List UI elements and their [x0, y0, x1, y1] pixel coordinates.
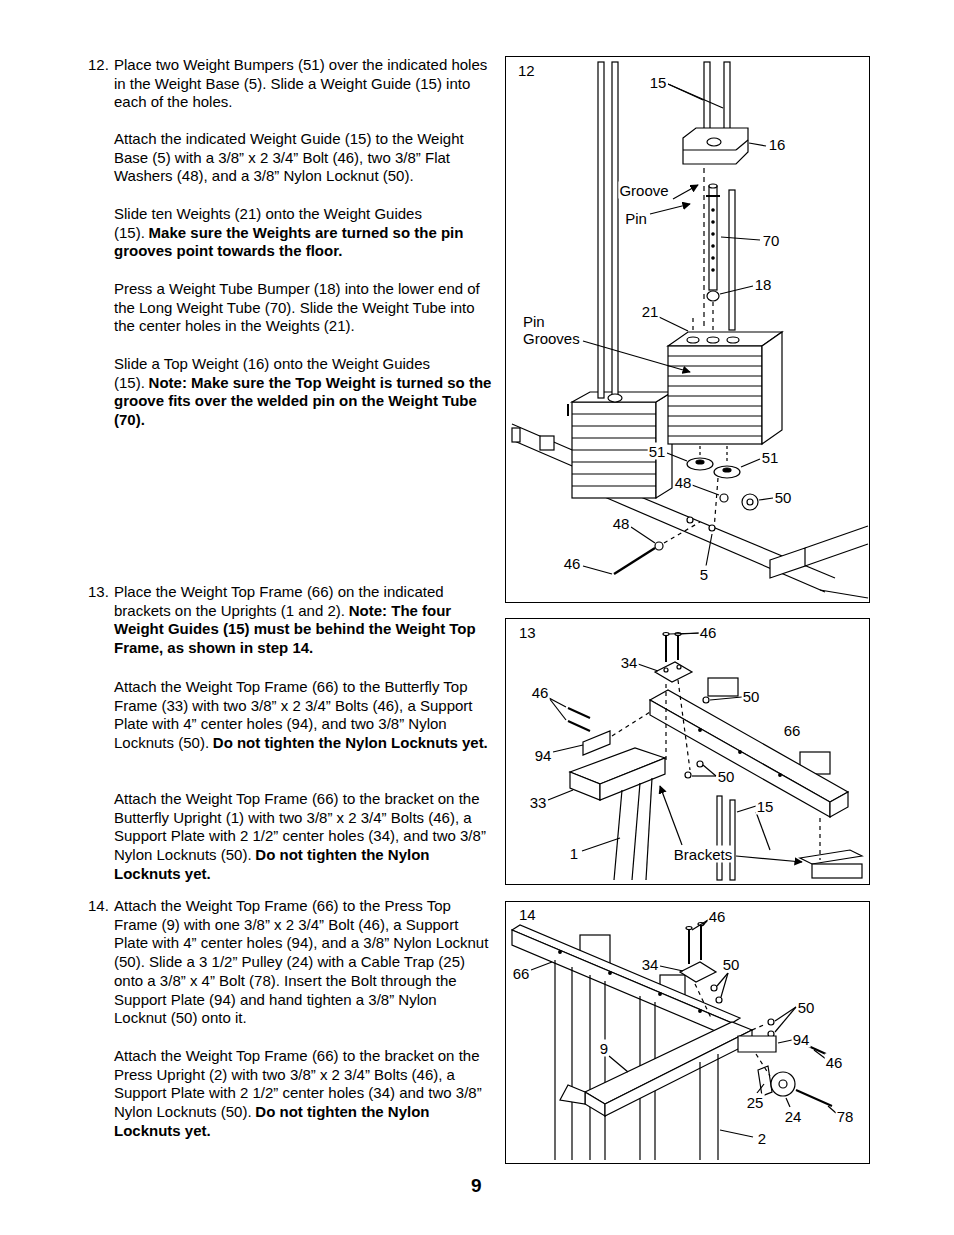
- instruction-paragraph: Place the Weight Top Frame (66) on the i…: [114, 583, 492, 658]
- callout-number: 34: [620, 654, 639, 671]
- instruction-text: Press a Weight Tube Bumper (18) into the…: [114, 280, 480, 334]
- callout-number: 50: [797, 999, 816, 1016]
- callout-number: 9: [599, 1040, 609, 1057]
- top-frame-figure: [548, 633, 862, 881]
- instruction-paragraph: Attach the Weight Top Frame (66) to the …: [114, 790, 492, 884]
- callout-number: 24: [784, 1108, 803, 1125]
- callout-number: 94: [534, 747, 553, 764]
- callout-number: 66: [512, 965, 531, 982]
- callout-number: 94: [792, 1031, 811, 1048]
- callout-number: Brackets: [673, 846, 733, 863]
- callout-number: Pin: [624, 210, 648, 227]
- callout-number: 15: [756, 798, 775, 815]
- instruction-paragraph: Attach the Weight Top Frame (66) to the …: [114, 1047, 492, 1141]
- press-frame-figure: [512, 920, 836, 1160]
- step-number: 13: [519, 624, 536, 641]
- instruction-paragraph: Slide a Top Weight (16) onto the Weight …: [114, 355, 492, 430]
- instruction-text: Place two Weight Bumpers (51) over the i…: [114, 56, 487, 110]
- figure-panel: 12: [505, 56, 870, 603]
- callout-number: 46: [825, 1054, 844, 1071]
- figure-panel: 14: [505, 901, 870, 1164]
- page-number: 9: [471, 1175, 482, 1197]
- callout-number: 46: [531, 684, 550, 701]
- instruction-paragraph: Press a Weight Tube Bumper (18) into the…: [114, 280, 492, 336]
- callout-number: 66: [783, 722, 802, 739]
- step-number: 13.: [88, 583, 109, 602]
- step-number: 14: [519, 906, 536, 923]
- instruction-paragraph: Place two Weight Bumpers (51) over the i…: [114, 56, 492, 112]
- callout-number: 78: [836, 1108, 855, 1125]
- warning-note: Do not tighten the Nylon Locknuts yet.: [213, 734, 488, 751]
- callout-number: 33: [529, 794, 548, 811]
- callout-number: 1: [569, 845, 579, 862]
- callout-number: 25: [746, 1094, 765, 1111]
- callout-number: 34: [641, 956, 660, 973]
- weight-stack-figure: [512, 62, 868, 598]
- callout-number: 70: [762, 232, 781, 249]
- instruction-paragraph: Slide ten Weights (21) onto the Weight G…: [114, 205, 492, 261]
- instruction-paragraph: Attach the Weight Top Frame (66) to the …: [114, 678, 492, 753]
- instruction-text: Attach the indicated Weight Guide (15) t…: [114, 130, 464, 184]
- step-number: 14.: [88, 897, 109, 916]
- callout-number: 50: [722, 956, 741, 973]
- callout-number: 51: [648, 443, 667, 460]
- callout-number: 48: [612, 515, 631, 532]
- instruction-paragraph: Attach the indicated Weight Guide (15) t…: [114, 130, 492, 186]
- callout-number: 46: [563, 555, 582, 572]
- callout-number: 18: [754, 276, 773, 293]
- callout-number: 15: [649, 74, 668, 91]
- callout-number: 5: [699, 566, 709, 583]
- callout-number: Groove: [618, 182, 669, 199]
- callout-number: 16: [768, 136, 787, 153]
- step-number: 12.: [88, 56, 109, 75]
- warning-note: Note: Make sure the Top Weight is turned…: [114, 374, 491, 428]
- callout-number: 50: [742, 688, 761, 705]
- callout-number: 50: [774, 489, 793, 506]
- callout-number: 51: [761, 449, 780, 466]
- callout-number: 2: [757, 1130, 767, 1147]
- step-number: 12: [518, 62, 535, 79]
- callout-number: 21: [641, 303, 660, 320]
- callout-number: 46: [699, 624, 718, 641]
- instruction-paragraph: Attach the Weight Top Frame (66) to the …: [114, 897, 492, 1028]
- callout-number: 46: [708, 908, 727, 925]
- callout-number: 50: [717, 768, 736, 785]
- instruction-text: Attach the Weight Top Frame (66) to the …: [114, 897, 488, 1026]
- warning-note: Make sure the Weights are turned so the …: [114, 224, 463, 260]
- callout-number: 48: [674, 474, 693, 491]
- callout-number: Pin Grooves: [522, 313, 586, 347]
